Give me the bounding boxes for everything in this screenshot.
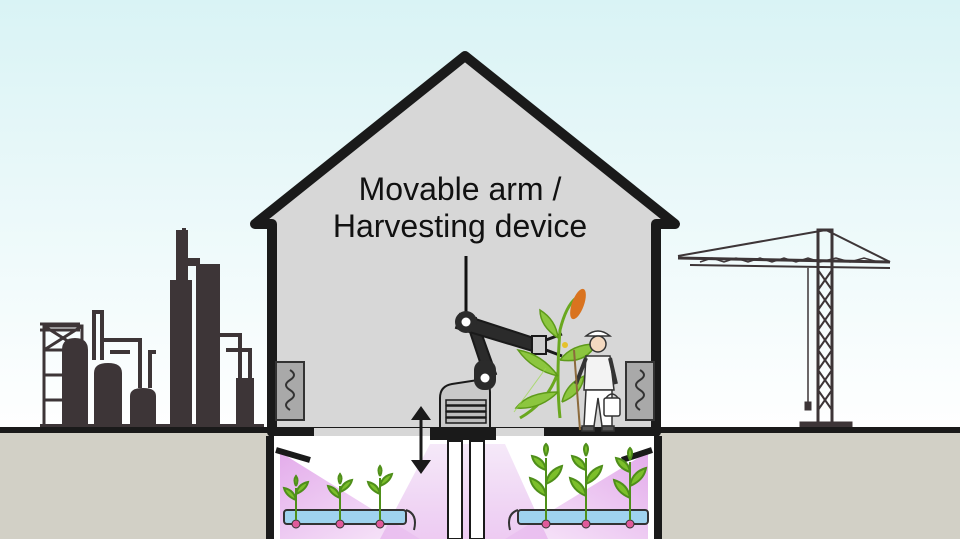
factory-silhouette xyxy=(40,228,264,428)
robot-arm xyxy=(430,311,568,539)
farmer xyxy=(573,330,621,432)
ground-line xyxy=(0,427,960,436)
arm-label-line1: Movable arm / xyxy=(358,171,562,207)
heater-icon xyxy=(275,361,305,421)
heater-icon xyxy=(625,361,655,421)
arm-label-line2: Harvesting device xyxy=(332,208,588,244)
basement-plants xyxy=(282,442,648,520)
house-outline xyxy=(250,51,680,437)
vertical-arrow xyxy=(411,406,431,474)
arm-label: Movable arm / Harvesting device xyxy=(300,171,620,245)
hydroponic-tray-left xyxy=(283,509,416,531)
house-floor-gap xyxy=(310,428,548,436)
